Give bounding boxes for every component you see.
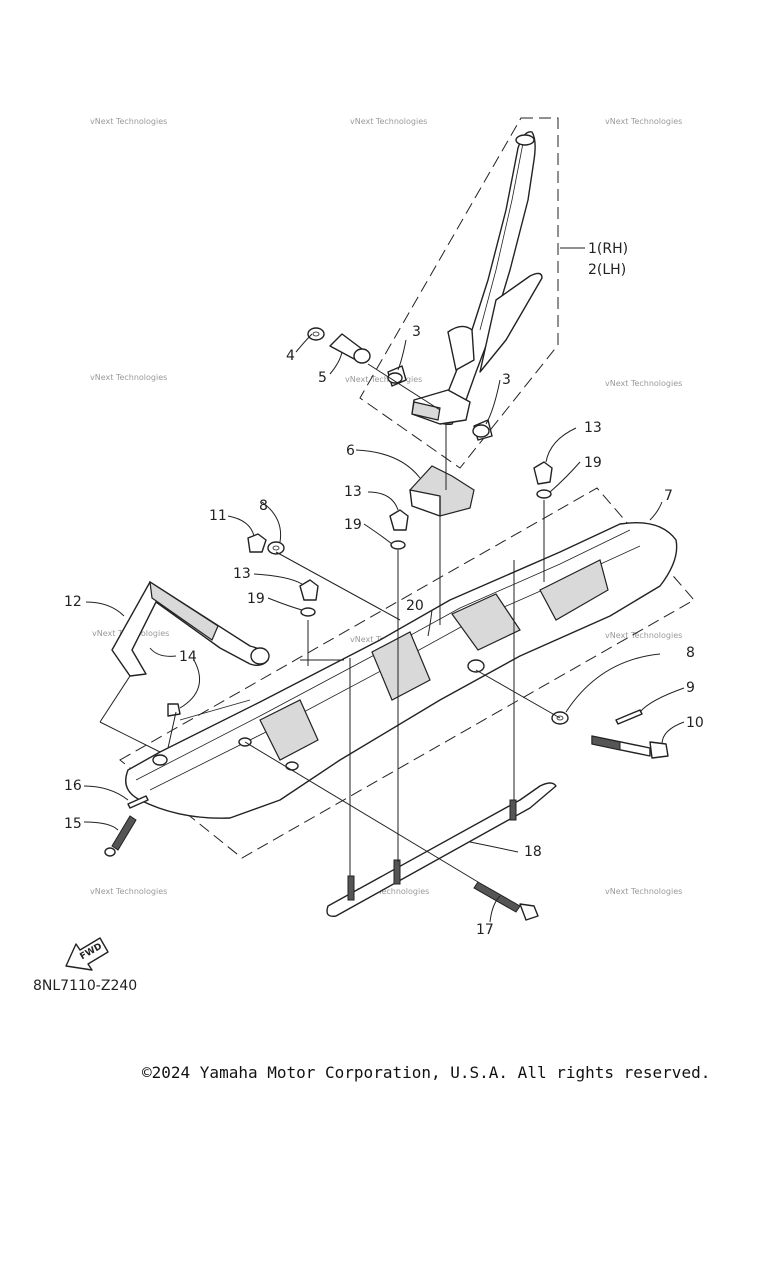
callout-4: 4: [286, 348, 295, 364]
forward-arrow-icon: FWD: [65, 937, 109, 971]
parts-diagram: vNext Technologies vNext Technologies vN…: [64, 117, 704, 971]
watermark: vNext Technologies: [605, 117, 682, 126]
callout-13-right: 13: [584, 420, 602, 436]
diagram-code: 8NL7110-Z240: [33, 978, 138, 994]
callout-6: 6: [346, 443, 355, 459]
callout-19-left: 19: [247, 591, 265, 607]
callout-13-middle: 13: [344, 484, 362, 500]
nut-13-a: [533, 461, 553, 499]
runner-18: [326, 782, 557, 917]
callout-15: 15: [64, 816, 82, 832]
callout-13-left: 13: [233, 566, 251, 582]
callout-16: 16: [64, 778, 82, 794]
bushing-3-lower: [472, 419, 493, 441]
nut-13-b: [389, 509, 409, 550]
callout-1: 1(RH): [588, 241, 628, 257]
nut-13-c: [299, 579, 319, 617]
watermark: vNext Technologies: [605, 887, 682, 896]
screw-14: [167, 703, 181, 717]
callout-19-middle: 19: [344, 517, 362, 533]
callout-8-left: 8: [259, 498, 268, 514]
spindle-group-boundary: [359, 117, 559, 469]
callout-12: 12: [64, 594, 82, 610]
washer-4: [307, 327, 325, 341]
callout-9: 9: [686, 680, 695, 696]
callouts: 1(RH) 2(LH) 3 3 4 5 6 7 8 8 9 10 11 12 1…: [64, 241, 704, 938]
callout-3-upper: 3: [412, 324, 421, 340]
ski-7: [125, 522, 678, 819]
watermark: vNext Technologies: [345, 375, 422, 384]
cotter-pin-9: [615, 709, 643, 725]
callout-19-right: 19: [584, 455, 602, 471]
callout-10: 10: [686, 715, 704, 731]
copyright-notice: ©2024 Yamaha Motor Corporation, U.S.A. A…: [142, 1063, 711, 1082]
collar-5: [329, 333, 371, 364]
handle-12: [111, 580, 270, 677]
washer-8-left: [267, 541, 285, 555]
bolt-17: [473, 881, 539, 921]
callout-7: 7: [664, 488, 673, 504]
callout-18: 18: [524, 844, 542, 860]
callout-2: 2(LH): [588, 262, 626, 278]
watermark: vNext Technologies: [90, 887, 167, 896]
watermark: vNext Technologies: [90, 373, 167, 382]
callout-14: 14: [179, 649, 197, 665]
bolt-10: [591, 735, 669, 759]
callout-5: 5: [318, 370, 327, 386]
callout-8-right: 8: [686, 645, 695, 661]
watermark: vNext Technologies: [605, 631, 682, 640]
damper-6: [409, 465, 475, 517]
assembly-lines: [99, 363, 561, 883]
bushing-3-upper: [387, 365, 407, 387]
callout-3-lower: 3: [502, 372, 511, 388]
screw-15: [104, 815, 137, 857]
watermark: vNext Technologies: [352, 887, 429, 896]
ski-spindle: [411, 131, 543, 426]
ski-group-boundary: [119, 487, 695, 859]
callout-17: 17: [476, 922, 494, 938]
callout-11: 11: [209, 508, 227, 524]
watermark: vNext Technologies: [350, 117, 427, 126]
watermark: vNext Technologies: [90, 117, 167, 126]
leader-lines: [83, 247, 685, 923]
spring-washer-16: [127, 795, 149, 809]
nut-11: [247, 533, 267, 553]
callout-20: 20: [406, 598, 424, 614]
watermark: vNext Technologies: [605, 379, 682, 388]
